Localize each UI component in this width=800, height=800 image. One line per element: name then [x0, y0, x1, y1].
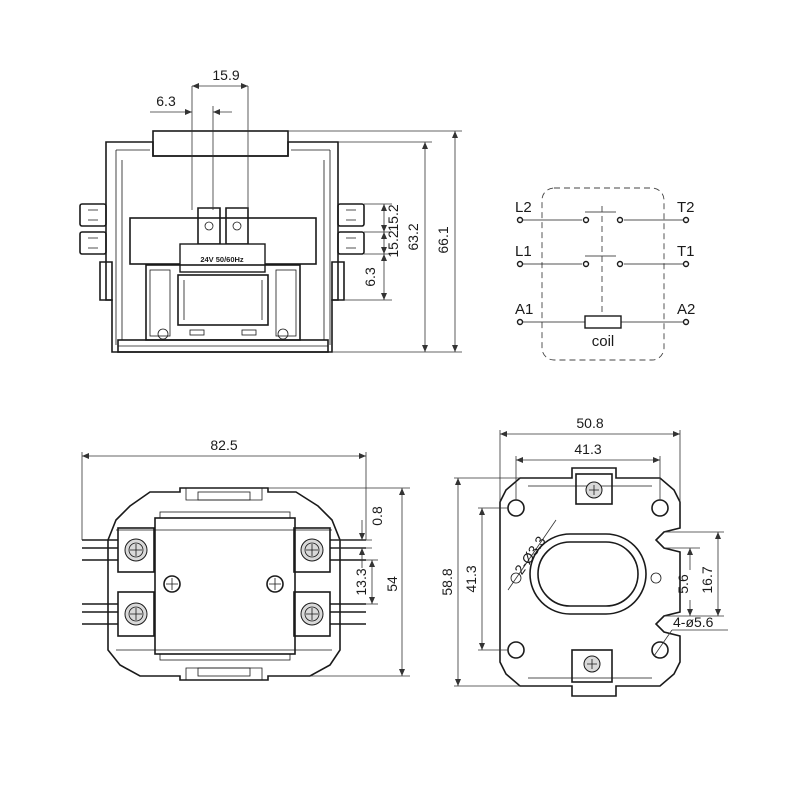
small-hole-right [650, 572, 662, 584]
base-hole-left [157, 328, 169, 340]
dim-5-6-label: 5.6 [675, 574, 691, 594]
dim-slot: 5.6 16.7 [664, 531, 724, 617]
terminal-block-top-right [293, 527, 331, 573]
right-terminal-upper [337, 203, 365, 227]
dim-6-3-top-label: 6.3 [156, 93, 176, 109]
dim-2-phi-3-3: 2-Ø3.3 [507, 519, 557, 591]
dim-63-2-label: 63.2 [405, 223, 421, 250]
dim-15-2-b-label: 15.2 [385, 230, 401, 257]
dim-6-3-side-label: 6.3 [362, 267, 378, 287]
top-view-shell [107, 487, 341, 681]
wiring-schematic: L2 T2 L1 T1 A1 A2 coil [515, 187, 695, 361]
top-view: 82.5 0.8 13.3 54 [81, 437, 410, 681]
center-cover [154, 517, 296, 655]
label-coil: coil [592, 333, 615, 350]
label-T1: T1 [677, 243, 695, 260]
top-cap [152, 130, 289, 157]
base-slot-right [241, 329, 257, 336]
coil-rating-plate [179, 243, 266, 273]
center-screw-left [163, 575, 181, 593]
dim-13-3: 13.3 [353, 559, 378, 605]
dim-15-9-label: 15.9 [212, 67, 239, 83]
dim-6-3-top: 6.3 [150, 93, 232, 210]
dim-58-8: 58.8 [439, 477, 520, 687]
bottom-view: 50.8 41.3 58.8 41.3 2-Ø3.3 [439, 415, 728, 697]
right-terminal-slots [346, 209, 356, 249]
center-screw-right [266, 575, 284, 593]
dim-right-stack: 15.2 15.2 6.3 [344, 203, 401, 301]
dim-4-phi-5-6-label: 4-ø5.6 [673, 614, 714, 630]
top-tab-inner [197, 491, 251, 501]
dim-82-5: 82.5 [81, 437, 367, 540]
coil-symbol [584, 315, 622, 329]
terminal-block-top-left [117, 527, 155, 573]
mount-hole-bottom-right [651, 641, 669, 659]
label-T2: T2 [677, 199, 695, 216]
base-slot-left [189, 329, 205, 336]
dim-41-3-h: 41.3 [515, 441, 661, 500]
left-clip [99, 261, 113, 301]
label-A1: A1 [515, 301, 533, 318]
label-L2: L2 [515, 199, 532, 216]
dim-16-7-label: 16.7 [699, 566, 715, 593]
dim-15-2-a-label: 15.2 [385, 204, 401, 231]
dim-height: 63.2 66.1 [288, 130, 462, 353]
dim-41-3-h-label: 41.3 [574, 441, 601, 457]
central-oval-inner [537, 541, 639, 607]
mount-hole-bottom-left [507, 641, 525, 659]
spade-pins-left [82, 539, 118, 625]
front-view: 24V 50/60Hz 15.9 6.3 [79, 67, 462, 353]
central-oval-outer [529, 533, 647, 615]
body-inner-lines-2 [121, 160, 325, 340]
dim-15-9: 15.9 [191, 67, 249, 210]
dim-66-1-label: 66.1 [435, 226, 451, 253]
dim-58-8-label: 58.8 [439, 568, 455, 595]
dim-0-8: 0.8 [268, 487, 410, 568]
left-terminal-slots [88, 209, 98, 249]
dim-50-8-label: 50.8 [576, 415, 603, 431]
coil-core-lines [183, 280, 263, 320]
center-cover-lip-top [159, 511, 291, 519]
lower-window-left-post [149, 269, 171, 337]
terminal-block-bottom-right [293, 591, 331, 637]
left-terminal-lower [79, 231, 107, 255]
lower-window-right-post [275, 269, 297, 337]
dim-82-5-label: 82.5 [210, 437, 237, 453]
top-view-guide-lines [116, 529, 332, 651]
coil-tab-left [197, 207, 221, 245]
small-hole-left [510, 572, 522, 584]
label-A2: A2 [677, 301, 695, 318]
dim-50-8: 50.8 [499, 415, 681, 502]
dim-4-phi-5-6: 4-ø5.6 [653, 614, 728, 657]
coil-tab-hole-right [232, 221, 242, 231]
bottom-terminal-bottom [571, 649, 613, 683]
base-hole-right [277, 328, 289, 340]
coil-rating-text: 24V 50/60Hz [200, 255, 244, 264]
top-view-end-tabs [185, 488, 263, 680]
dim-0-8-label: 0.8 [369, 506, 385, 526]
coil-tab-hole-left [204, 221, 214, 231]
dim-13-3-label: 13.3 [353, 568, 369, 595]
body-inner-lines [115, 149, 331, 345]
left-terminal-upper [79, 203, 107, 227]
mount-hole-top-right [651, 499, 669, 517]
right-terminal-lower [337, 231, 365, 255]
label-L1: L1 [515, 243, 532, 260]
dim-41-3-v-label: 41.3 [463, 565, 479, 592]
schematic-boundary [541, 187, 665, 361]
mount-hole-top-left [507, 499, 525, 517]
dim-41-3-v: 41.3 [463, 507, 508, 651]
lower-window [145, 264, 301, 341]
coil-core [177, 274, 269, 326]
bottom-terminal-top [575, 473, 613, 505]
terminal-block-bottom-left [117, 591, 155, 637]
center-cover-lip-bottom [159, 653, 291, 661]
bottom-tab-inner [197, 667, 251, 677]
dim-54: 54 [310, 488, 410, 677]
coil-tab-right [225, 207, 249, 245]
dim-54-label: 54 [384, 576, 400, 592]
